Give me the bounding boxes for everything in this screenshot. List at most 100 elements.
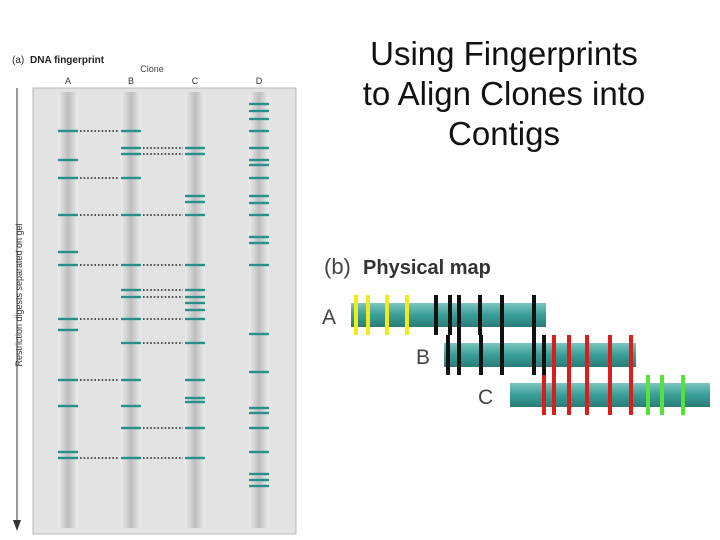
restriction-site-marker-green <box>681 375 685 415</box>
lane-label-c: C <box>192 76 199 86</box>
gel-band-b <box>121 404 141 408</box>
gel-band-d <box>249 411 269 415</box>
gel-band-d <box>249 332 269 336</box>
gel-band-d <box>249 241 269 245</box>
gel-band-d <box>249 201 269 205</box>
gel-band-a <box>58 378 78 382</box>
clone-label-b: B <box>416 346 430 369</box>
slide-title: Using Fingerprints to Align Clones into … <box>318 34 690 154</box>
gel-lane-a <box>58 92 78 528</box>
slide-title-line-2: to Align Clones into <box>362 75 646 112</box>
physical-map-panel: (b) Physical map A B C <box>322 254 710 415</box>
gel-band-d <box>249 163 269 167</box>
panel-b-title: Physical map <box>363 257 491 279</box>
gel-band-b <box>121 317 141 321</box>
gel-band-c <box>185 194 205 198</box>
dna-fingerprint-panel: (a) DNA fingerprint Clone Restriction di… <box>12 55 297 535</box>
gel-lane-d <box>249 92 269 528</box>
gel-band-d <box>249 235 269 239</box>
restriction-site-marker-red <box>542 375 546 415</box>
gel-band-d <box>249 109 269 113</box>
restriction-site-marker-red <box>585 335 589 375</box>
panel-b-prefix: (b) <box>324 254 351 279</box>
gel-band-b <box>121 152 141 156</box>
gel-band-a <box>58 328 78 332</box>
gel-band-a <box>58 250 78 254</box>
gel-band-b <box>121 176 141 180</box>
restriction-site-marker-red <box>608 335 612 375</box>
restriction-site-marker-red <box>567 335 571 375</box>
panel-a-title: DNA fingerprint <box>30 55 105 66</box>
restriction-site-marker-black <box>532 335 536 375</box>
gel-band-d <box>249 406 269 410</box>
restriction-site-marker-black <box>542 335 546 375</box>
gel-band-d <box>249 129 269 133</box>
gel-band-c <box>185 456 205 460</box>
gel-band-b <box>121 129 141 133</box>
restriction-site-marker-black <box>457 295 461 335</box>
gel-band-c <box>185 308 205 312</box>
gel-band-d <box>249 370 269 374</box>
clone-bar-b <box>444 343 636 367</box>
panel-a-prefix: (a) <box>12 55 24 66</box>
gel-band-d <box>249 102 269 106</box>
gel-band-d <box>249 426 269 430</box>
gel-band-c <box>185 301 205 305</box>
lane-label-a: A <box>65 76 71 86</box>
panel-b-label: (b) Physical map <box>324 254 491 279</box>
clone-label-a: A <box>322 306 336 329</box>
lane-label-b: B <box>128 76 134 86</box>
restriction-site-marker-black <box>446 335 450 375</box>
gel-band-d <box>249 117 269 121</box>
gel-band-c <box>185 263 205 267</box>
restriction-site-marker-red <box>629 335 633 375</box>
gel-lane-b <box>121 92 141 528</box>
restriction-site-marker-black <box>448 295 452 335</box>
gel-band-d <box>249 263 269 267</box>
gel-band-d <box>249 146 269 150</box>
gel-band-c <box>185 341 205 345</box>
gel-band-b <box>121 288 141 292</box>
clone-header: Clone <box>140 64 164 74</box>
gel-band-c <box>185 295 205 299</box>
restriction-site-marker-yellow <box>385 295 389 335</box>
gel-band-d <box>249 213 269 217</box>
gel-band-c <box>185 152 205 156</box>
gel-band-d <box>249 194 269 198</box>
gel-band-b <box>121 295 141 299</box>
gel-band-a <box>58 317 78 321</box>
restriction-site-marker-black <box>478 295 482 335</box>
gel-band-c <box>185 200 205 204</box>
gel-band-d <box>249 176 269 180</box>
restriction-site-marker-red <box>552 335 556 375</box>
gel-band-a <box>58 404 78 408</box>
restriction-site-marker-yellow <box>354 295 358 335</box>
gel-band-a <box>58 450 78 454</box>
restriction-site-marker-black <box>479 335 483 375</box>
clone-label-c: C <box>478 386 493 409</box>
restriction-site-marker-yellow <box>405 295 409 335</box>
gel-band-b <box>121 263 141 267</box>
gel-band-c <box>185 396 205 400</box>
gel-band-a <box>58 213 78 217</box>
gel-band-b <box>121 341 141 345</box>
restriction-site-marker-green <box>646 375 650 415</box>
gel-band-c <box>185 400 205 404</box>
gel-band-c <box>185 378 205 382</box>
gel-band-d <box>249 478 269 482</box>
gel-band-a <box>58 263 78 267</box>
gel-band-a <box>58 158 78 162</box>
gel-band-c <box>185 288 205 292</box>
gel-band-a <box>58 176 78 180</box>
restriction-site-marker-black <box>532 295 536 335</box>
gel-band-b <box>121 213 141 217</box>
restriction-site-marker-black <box>500 295 504 335</box>
panel-a-label: (a) DNA fingerprint <box>12 55 105 66</box>
restriction-site-marker-red <box>629 375 633 415</box>
gel-band-c <box>185 317 205 321</box>
gel-band-d <box>249 484 269 488</box>
restriction-site-marker-red <box>567 375 571 415</box>
gel-band-b <box>121 378 141 382</box>
slide-title-line-1: Using Fingerprints <box>370 35 638 72</box>
gel-band-b <box>121 456 141 460</box>
